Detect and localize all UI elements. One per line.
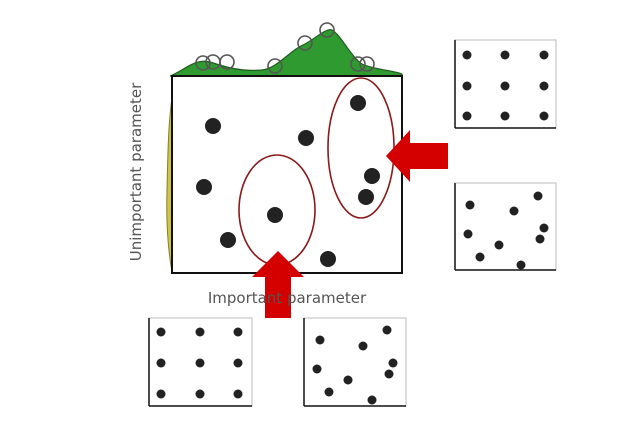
panel-point xyxy=(156,327,166,337)
panel-point xyxy=(539,223,549,233)
sample-point xyxy=(205,118,221,134)
panel-point xyxy=(384,369,394,379)
panel-point xyxy=(500,81,510,91)
panel-point xyxy=(233,389,243,399)
panel-point xyxy=(233,327,243,337)
main-plot-frame xyxy=(171,75,403,274)
sample-point xyxy=(196,179,212,195)
panel-point xyxy=(539,111,549,121)
panel-point xyxy=(156,358,166,368)
panel-point xyxy=(156,389,166,399)
panel-random-search-important-axis xyxy=(303,317,407,407)
panel-point xyxy=(315,335,325,345)
panel-point xyxy=(463,229,473,239)
panel-point xyxy=(539,81,549,91)
panel-point xyxy=(312,364,322,374)
panel-point xyxy=(367,395,377,405)
panel-point xyxy=(358,341,368,351)
panel-point xyxy=(343,375,353,385)
sample-point xyxy=(358,189,374,205)
panel-grid-search-2d xyxy=(454,39,557,129)
panel-point xyxy=(475,252,485,262)
panel-point xyxy=(539,50,549,60)
panel-point xyxy=(535,234,545,244)
top-marginal-samples xyxy=(195,22,375,74)
panel-point xyxy=(509,206,519,216)
panel-grid-search-important-axis xyxy=(148,317,253,407)
marginal-sample xyxy=(359,56,375,72)
arrow-up-icon xyxy=(252,251,304,318)
panel-point xyxy=(324,387,334,397)
marginal-sample xyxy=(350,56,366,72)
y-axis-label: Unimportant parameter xyxy=(127,82,145,261)
sample-point xyxy=(320,251,336,267)
panel-point xyxy=(195,389,205,399)
sample-point xyxy=(364,168,380,184)
panel-point xyxy=(462,81,472,91)
marginal-sample xyxy=(297,35,313,51)
panel-point xyxy=(533,191,543,201)
panel-point xyxy=(388,358,398,368)
panel-point xyxy=(500,50,510,60)
panel-point xyxy=(195,327,205,337)
marginal-sample xyxy=(319,22,335,38)
panel-point xyxy=(462,50,472,60)
panel-point xyxy=(462,111,472,121)
sample-point xyxy=(267,207,283,223)
marginal-sample xyxy=(267,58,283,74)
panel-random-search-2d xyxy=(454,182,557,271)
marginal-sample xyxy=(219,54,235,70)
panel-point xyxy=(516,260,526,270)
panel-point xyxy=(500,111,510,121)
panel-point xyxy=(494,240,504,250)
arrow-left-icon xyxy=(386,130,448,182)
sample-point xyxy=(350,95,366,111)
sample-point xyxy=(220,232,236,248)
sample-point xyxy=(298,130,314,146)
main-plot-points xyxy=(196,95,380,267)
panel-point xyxy=(233,358,243,368)
panel-point xyxy=(382,325,392,335)
x-axis-label: Important parameter xyxy=(208,289,367,307)
panel-point xyxy=(195,358,205,368)
panel-point xyxy=(465,200,475,210)
marginal-sample xyxy=(195,55,211,71)
